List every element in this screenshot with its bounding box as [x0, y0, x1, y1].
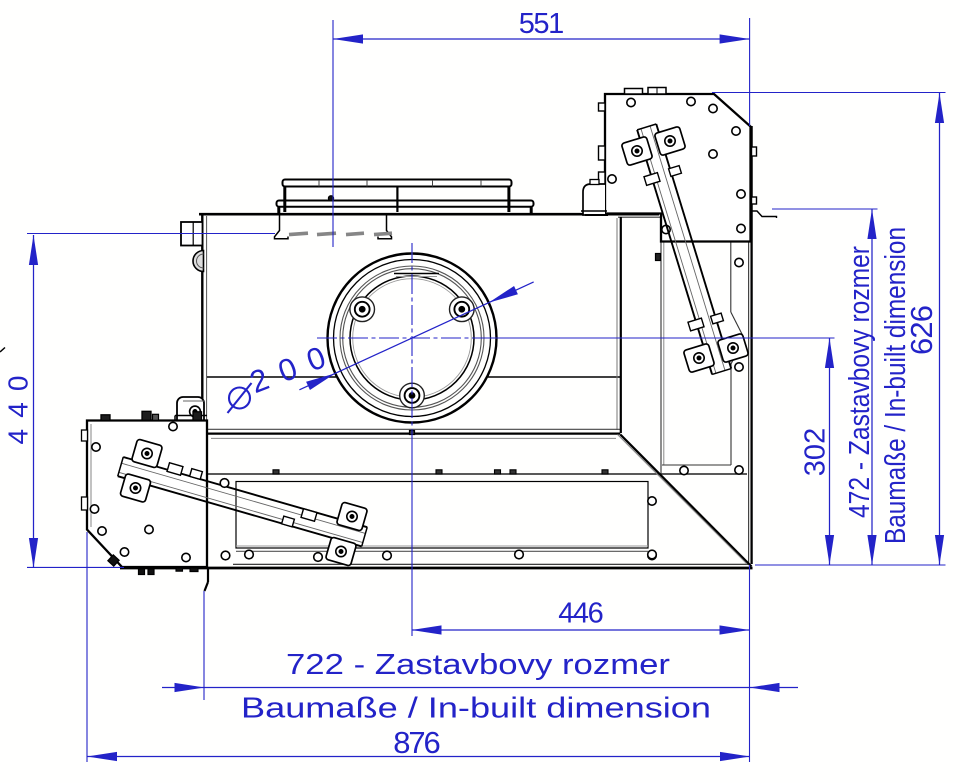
svg-text:876: 876: [393, 725, 441, 760]
svg-text:446: 446: [558, 598, 604, 630]
svg-text:722 - Zastavbovy rozmer: 722 - Zastavbovy rozmer: [286, 649, 670, 681]
svg-text:302: 302: [800, 428, 832, 477]
svg-text:440: 440: [3, 376, 34, 445]
svg-text:626: 626: [904, 305, 939, 355]
svg-text:551: 551: [519, 8, 565, 40]
svg-text:Baumaße / In-built dimension: Baumaße / In-built dimension: [880, 227, 912, 544]
svg-text:Baumaße / In-built dimension: Baumaße / In-built dimension: [241, 693, 711, 725]
svg-text:472 - Zastavbovy rozmer: 472 - Zastavbovy rozmer: [844, 246, 876, 518]
